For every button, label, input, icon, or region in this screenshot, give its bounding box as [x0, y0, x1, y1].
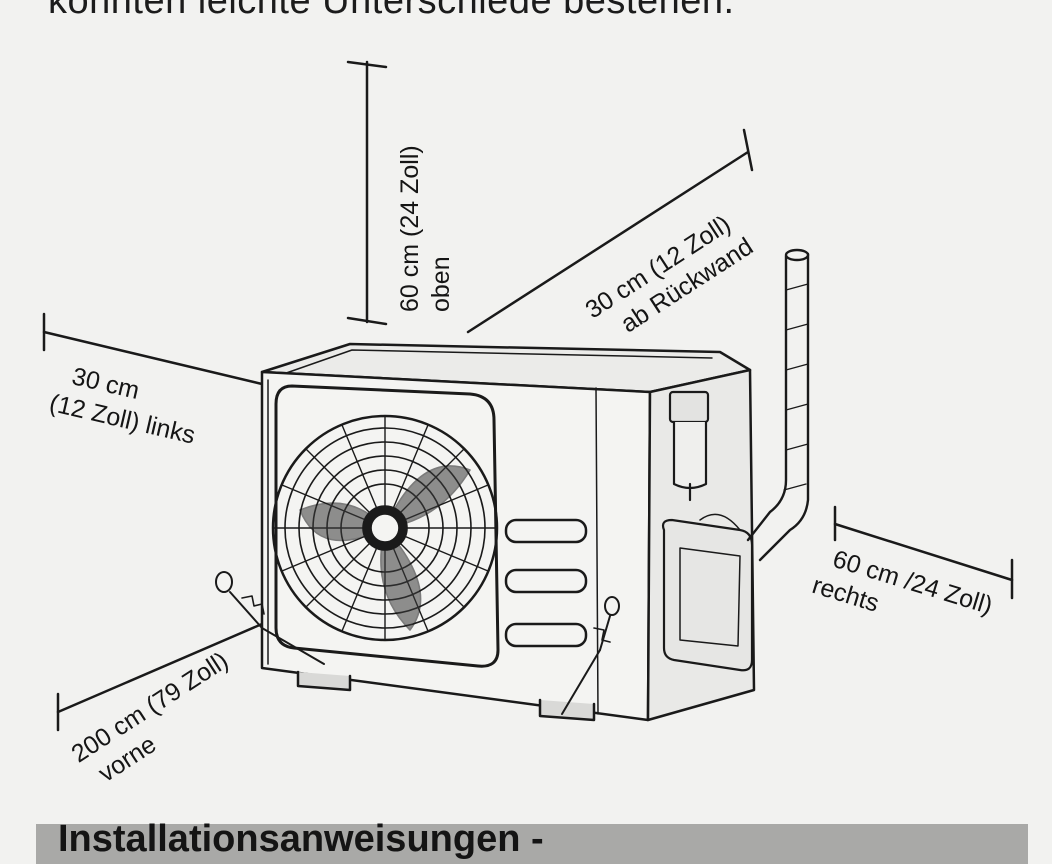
pipe-conduit-icon — [746, 248, 810, 562]
fan-grille-icon — [271, 414, 499, 642]
top-clearance-line — [346, 60, 388, 326]
back-clearance-line — [466, 128, 754, 334]
anchor-bolt-icon — [215, 571, 325, 665]
left-clearance-line — [42, 312, 264, 386]
anchor-bolt-icon — [561, 596, 620, 715]
right-clearance-line — [833, 505, 1014, 600]
section-title: Installationsanweisungen - — [58, 818, 544, 860]
front-clearance-line — [56, 622, 264, 732]
valve-cover-icon — [661, 390, 754, 672]
header-text: könnten leichte Unterschiede bestehen. — [48, 0, 735, 22]
top-clearance-label: 60 cm (24 Zoll) oben — [396, 145, 455, 312]
